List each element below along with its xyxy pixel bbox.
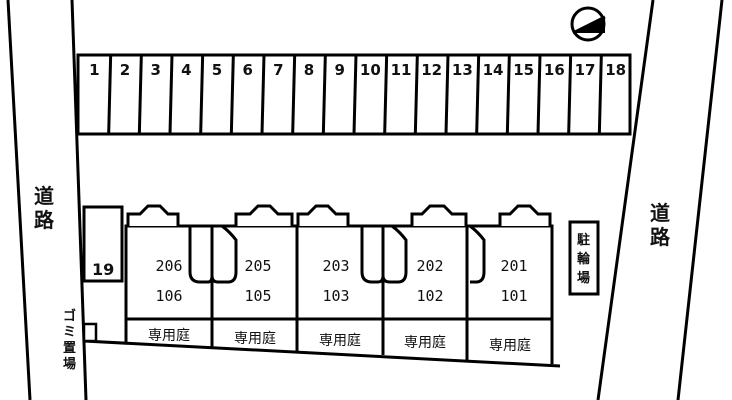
unit-number-lower: 105: [244, 287, 271, 305]
bottom-boundary: [83, 339, 561, 368]
parking-space-label: 5: [212, 61, 222, 79]
garbage-area: ゴ ミ 置 場: [63, 308, 98, 372]
unit-number-upper: 206: [155, 257, 182, 275]
parking-space-label: 17: [575, 61, 596, 79]
parking-space-label: 15: [513, 61, 534, 79]
parking-space-label: 3: [150, 61, 160, 79]
parking-divider: [107, 54, 113, 135]
parking-divider: [321, 54, 327, 135]
parking-divider: [260, 54, 266, 135]
parking-divider: [199, 54, 205, 135]
parking-space-label: 9: [334, 61, 344, 79]
parking-space-label: 18: [605, 61, 626, 79]
unit-number-upper: 202: [416, 257, 443, 275]
parking-space-label: 16: [544, 61, 565, 79]
private-garden-label: 専用庭: [319, 332, 361, 349]
garbage-box: [82, 322, 98, 343]
parking-divider: [168, 54, 174, 135]
parking-space-label: 10: [360, 61, 381, 79]
unit-number-upper: 203: [322, 257, 349, 275]
private-garden-label: 専用庭: [148, 327, 190, 344]
unit-number-upper: 205: [244, 257, 271, 275]
parking-space-label: 8: [304, 61, 314, 79]
parking-space-label: 7: [273, 61, 283, 79]
parking-divider: [413, 54, 419, 135]
parking-divider: [536, 54, 542, 135]
parking-space-label: 11: [391, 61, 412, 79]
parking-divider: [444, 54, 450, 135]
parking-space-label: 4: [181, 61, 191, 79]
parking-divider: [291, 54, 297, 135]
parking-divider: [597, 54, 603, 135]
parking-divider: [383, 54, 389, 135]
parking-space-label: 12: [421, 61, 442, 79]
unit-number-lower: 103: [322, 287, 349, 305]
bicycle-parking-label: 駐 輪 場: [577, 232, 595, 286]
unit-number-lower: 102: [416, 287, 443, 305]
left-road-edge-outer: [6, 0, 32, 400]
entrance-bumps: [126, 204, 552, 226]
parking-space-label: 1: [89, 61, 99, 79]
unit-labels: 206 106 205 105 203 103 202 102 201 101: [155, 257, 527, 305]
parking-space-label: 14: [483, 61, 504, 79]
parking-divider: [505, 54, 511, 135]
right-road-edge-inner: [596, 0, 655, 400]
unit-number-upper: 201: [500, 257, 527, 275]
parking-space-label: 13: [452, 61, 473, 79]
parking-divider: [229, 54, 235, 135]
unit-number-lower: 101: [500, 287, 527, 305]
parking-space-label: 6: [242, 61, 252, 79]
parking-divider: [352, 54, 358, 135]
north-arrow-icon: [570, 6, 606, 42]
parking-divider: [475, 54, 481, 135]
door-notches: [188, 224, 486, 284]
parking-space-19-label: 19: [92, 260, 114, 279]
private-garden-label: 専用庭: [489, 337, 531, 354]
parking-divider: [137, 54, 143, 135]
private-garden-label: 専用庭: [404, 334, 446, 351]
private-garden-label: 専用庭: [234, 330, 276, 347]
road-boundaries: [6, 0, 724, 400]
private-gardens: 専用庭専用庭専用庭専用庭専用庭: [124, 319, 554, 364]
parking-space-19: 19: [82, 205, 124, 283]
bicycle-parking: 駐 輪 場: [568, 220, 600, 296]
road-label-left: 道 路: [34, 184, 61, 232]
unit-number-lower: 106: [155, 287, 182, 305]
right-road-edge-outer: [676, 0, 724, 400]
garbage-area-label: ゴ ミ 置 場: [63, 308, 81, 372]
road-label-right: 道 路: [650, 201, 677, 249]
parking-space-label: 2: [120, 61, 130, 79]
parking-divider: [567, 54, 573, 135]
